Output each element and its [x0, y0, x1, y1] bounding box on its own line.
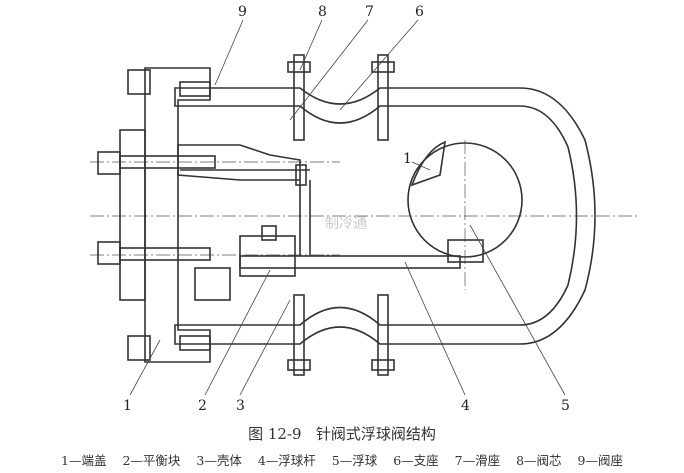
legend-item: 8—阀芯: [516, 453, 562, 468]
callout-3: 3: [236, 398, 245, 414]
callout-8: 8: [318, 4, 327, 20]
caption-title: 针阀式浮球阀结构: [315, 425, 436, 443]
callout-2: 2: [198, 398, 207, 414]
callout-1-inner: 1: [403, 151, 412, 167]
callout-1: 1: [123, 398, 132, 414]
watermark: 制冷通: [325, 216, 367, 232]
legend-item: 2—平衡块: [122, 453, 181, 468]
studs: [287, 54, 395, 376]
leader-lines: [129, 19, 566, 396]
legend-item: 4—浮球杆: [257, 453, 316, 468]
callout-9: 9: [238, 4, 247, 20]
legend-item: 7—滑座: [454, 453, 501, 468]
callout-7: 7: [365, 4, 374, 20]
flange-bolts: [97, 81, 216, 351]
housing-shell: [174, 87, 596, 345]
legend-item: 5—浮球: [331, 453, 378, 468]
callout-6: 6: [415, 4, 424, 20]
valve-core: [177, 144, 310, 186]
balance-block: [194, 225, 296, 301]
parts-legend: 1—端盖 2—平衡块 3—壳体 4—浮球杆 5—浮球 6—支座 7—滑座 8—阀…: [0, 450, 684, 469]
caption-number: 图 12-9: [248, 425, 302, 443]
legend-item: 3—壳体: [196, 453, 242, 468]
legend-item: 9—阀座: [577, 453, 623, 468]
float-ball: [407, 140, 523, 263]
figure-caption: 图 12-9 针阀式浮球阀结构: [0, 423, 684, 444]
legend-item: 1—端盖: [61, 453, 107, 468]
legend-item: 6—支座: [393, 453, 439, 468]
callout-4: 4: [461, 398, 470, 414]
end-cover: [119, 67, 211, 363]
callout-5: 5: [561, 398, 570, 414]
